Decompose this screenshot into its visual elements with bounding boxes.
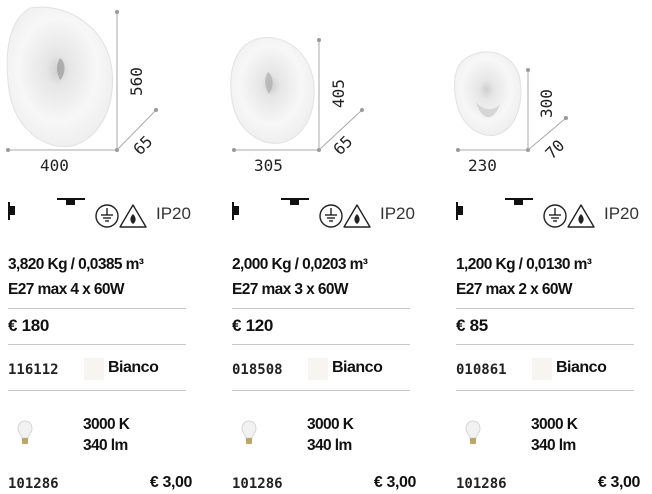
height-label: 560 [127, 67, 146, 96]
spec-block: 2,000 Kg / 0,0203 m³ E27 max 3 x 60W [232, 252, 368, 302]
bulb-spec: E27 max 3 x 60W [232, 281, 349, 298]
bulb-lumen: 340 lm [83, 437, 128, 454]
bulb-spec-block: 3000 K 340 lm [83, 414, 130, 456]
flammable-warning-icon [343, 204, 371, 228]
product-code: 018508 [232, 362, 283, 378]
lightbulb-icon [241, 420, 257, 444]
divider [232, 344, 410, 345]
divider [8, 308, 186, 309]
feature-icons: IP20 [8, 196, 208, 232]
bulb-price: € 3,00 [149, 474, 192, 491]
bulb-code: 101286 [456, 476, 507, 492]
bulb-temperature: 3000 K [83, 416, 130, 433]
product-code: 010861 [456, 362, 507, 378]
earth-ground-icon [319, 204, 343, 228]
ip-rating: IP20 [156, 204, 191, 223]
product-column-3: 300 70 230 IP20 1,200 Kg / 0,0130 m³ E27… [448, 0, 648, 494]
weight-volume: 2,000 Kg / 0,0203 m³ [232, 256, 368, 273]
bulb-spec-block: 3000 K 340 lm [307, 414, 354, 456]
bulb-spec-block: 3000 K 340 lm [531, 414, 578, 456]
price: € 85 [456, 316, 488, 335]
product-column-1: 560 65 400 IP20 3,820 Kg / 0,0385 m³ E27… [0, 0, 200, 494]
color-swatch [308, 358, 328, 380]
height-label: 405 [329, 79, 348, 108]
depth-label: 65 [129, 132, 156, 159]
divider [8, 390, 186, 391]
width-label: 305 [254, 156, 283, 175]
flammable-warning-icon [567, 204, 595, 228]
color-name: Bianco [556, 359, 607, 376]
color-swatch [532, 358, 552, 380]
feature-icons: IP20 [456, 196, 652, 232]
wall-mount-icon [8, 202, 15, 220]
earth-ground-icon [543, 204, 567, 228]
bulb-code: 101286 [232, 476, 283, 492]
divider [456, 344, 634, 345]
ip-rating: IP20 [604, 204, 639, 223]
spec-block: 3,820 Kg / 0,0385 m³ E27 max 4 x 60W [8, 252, 144, 302]
wall-mount-icon [232, 202, 239, 220]
bulb-temperature: 3000 K [307, 416, 354, 433]
price: € 120 [232, 316, 274, 335]
lightbulb-icon [465, 420, 481, 444]
height-label: 300 [537, 89, 556, 118]
lamp-dimension-drawing: 560 65 400 [6, 6, 158, 175]
flammable-warning-icon [119, 204, 147, 228]
bulb-temperature: 3000 K [531, 416, 578, 433]
divider [8, 344, 186, 345]
width-label: 230 [468, 156, 497, 175]
product-code: 116112 [8, 362, 59, 378]
color-swatch [84, 358, 104, 380]
wall-mount-icon [456, 202, 463, 220]
color-name: Bianco [108, 359, 159, 376]
bulb-spec: E27 max 4 x 60W [8, 281, 125, 298]
lightbulb-icon [17, 420, 33, 444]
divider [456, 308, 634, 309]
lamp-dimension-drawing: 405 65 305 [230, 37, 364, 175]
divider [232, 308, 410, 309]
feature-icons: IP20 [232, 196, 432, 232]
width-label: 400 [40, 156, 69, 175]
divider [456, 390, 634, 391]
spec-block: 1,200 Kg / 0,0130 m³ E27 max 2 x 60W [456, 252, 592, 302]
ip-rating: IP20 [380, 204, 415, 223]
weight-volume: 1,200 Kg / 0,0130 m³ [456, 256, 592, 273]
bulb-code: 101286 [8, 476, 59, 492]
lamp-dimension-drawing: 300 70 230 [454, 51, 568, 175]
bulb-lumen: 340 lm [531, 437, 576, 454]
ceiling-mount-icon [57, 198, 85, 205]
product-column-2: 405 65 305 IP20 2,000 Kg / 0,0203 m³ E27… [224, 0, 424, 494]
earth-ground-icon [95, 204, 119, 228]
bulb-lumen: 340 lm [307, 437, 352, 454]
divider [232, 390, 410, 391]
lamp-shade [230, 37, 315, 144]
price: € 180 [8, 316, 50, 335]
lamp-shade [454, 51, 522, 136]
depth-label: 65 [329, 132, 356, 159]
depth-label: 70 [541, 136, 568, 163]
bulb-spec: E27 max 2 x 60W [456, 281, 573, 298]
ceiling-mount-icon [505, 198, 533, 205]
ceiling-mount-icon [281, 198, 309, 205]
weight-volume: 3,820 Kg / 0,0385 m³ [8, 256, 144, 273]
color-name: Bianco [332, 359, 383, 376]
bulb-price: € 3,00 [373, 474, 416, 491]
bulb-price: € 3,00 [597, 474, 640, 491]
